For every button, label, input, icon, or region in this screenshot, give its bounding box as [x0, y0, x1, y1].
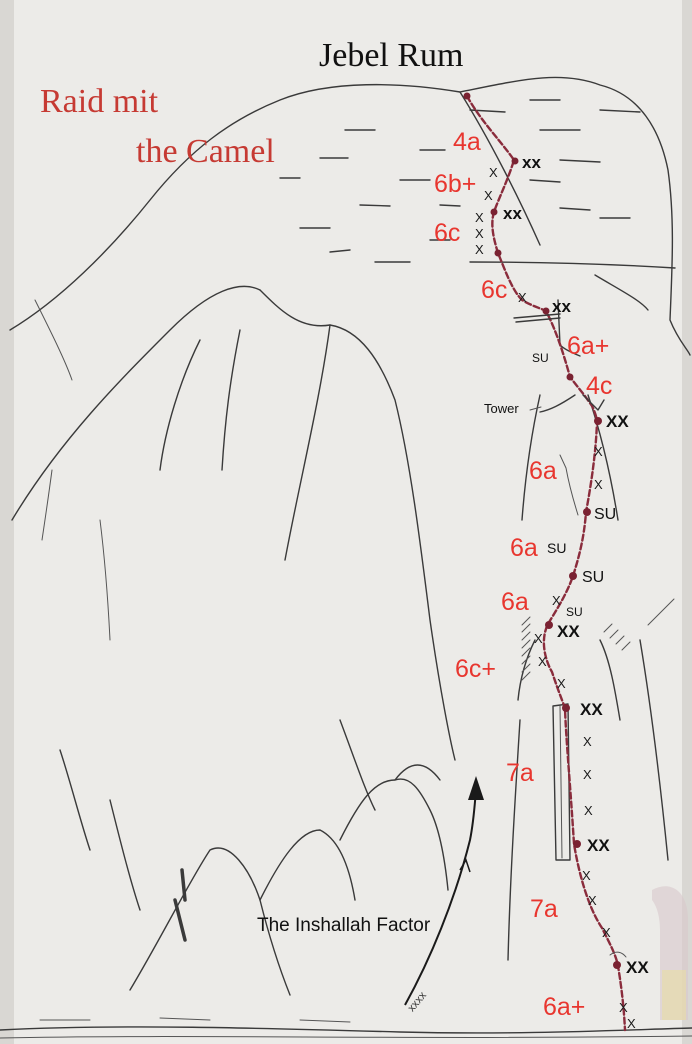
belay-dot — [573, 840, 581, 848]
route-name-line2: the Camel — [136, 133, 275, 170]
grade-label: 6c — [434, 219, 460, 247]
su-label: SU — [547, 540, 566, 556]
belay-dot — [463, 92, 471, 100]
bolt-label: X — [619, 1000, 628, 1015]
grade-label: 6a+ — [543, 993, 585, 1021]
belay-dot — [566, 373, 574, 381]
bolt-label: X — [588, 893, 597, 908]
grade-label: 6a — [501, 588, 529, 616]
bolt-label: X — [584, 803, 593, 818]
su-label: SU — [566, 605, 583, 619]
bolt-label: X — [484, 188, 493, 203]
bolt-label: X — [582, 868, 591, 883]
bolt-label: X — [552, 593, 561, 608]
bolt-label: X — [602, 925, 611, 940]
grade-label: 6c — [481, 276, 507, 304]
bolt-markers: X X X X X X X X X X X X X X X X X X X X — [475, 165, 636, 1031]
anchor-label: XX — [587, 836, 610, 855]
anchor-label: xx — [552, 297, 571, 316]
grade-label: 6b+ — [434, 170, 476, 198]
belay-dot — [594, 417, 602, 425]
grade-label: 4a — [453, 128, 481, 156]
anchor-label: xx — [522, 153, 541, 172]
standup-labels: SU SU SU SU SU — [532, 351, 616, 619]
bolt-label: X — [594, 477, 603, 492]
su-label: SU — [532, 351, 549, 365]
bolt-label: X — [594, 444, 603, 459]
grade-label: 7a — [530, 895, 558, 923]
bolt-label: X — [475, 210, 484, 225]
bolt-label: X — [534, 631, 543, 646]
inshallah-factor-label: The Inshallah Factor — [257, 915, 431, 936]
grade-label: 7a — [506, 759, 534, 787]
grade-label: 6a+ — [567, 332, 609, 360]
belay-dot — [545, 621, 553, 629]
bolt-label: X — [627, 1016, 636, 1031]
belay-dot — [613, 961, 621, 969]
bolt-label: X — [489, 165, 498, 180]
anchor-label: XX — [606, 412, 629, 431]
belay-dot — [511, 157, 519, 165]
pitch-grades: 4a 6b+ 6c 6c 6a+ 4c 6a 6a 6a 6c+ 7a 7a 6… — [434, 128, 612, 1021]
belay-dot — [562, 704, 570, 712]
belay-dot — [494, 249, 502, 257]
arrow-up-icon — [468, 776, 484, 800]
bolt-label: X — [583, 734, 592, 749]
page-title: Jebel Rum — [319, 37, 463, 74]
grade-label: 6c+ — [455, 655, 496, 683]
grade-label: 6a — [529, 457, 557, 485]
belay-dot — [542, 307, 550, 315]
bolt-label: X — [518, 290, 527, 305]
bolt-label: X — [475, 226, 484, 241]
su-label: SU — [594, 506, 616, 523]
belay-dot — [583, 508, 591, 516]
grade-label: 4c — [586, 372, 612, 400]
bolt-label: X — [538, 654, 547, 669]
route-name-line1: Raid mit — [40, 83, 159, 120]
bolt-label: X — [475, 242, 484, 257]
bolt-label: X — [583, 767, 592, 782]
su-label: SU — [582, 569, 604, 586]
belay-dot — [569, 572, 577, 580]
anchor-label: XX — [580, 700, 603, 719]
anchor-label: XX — [557, 622, 580, 641]
anchor-labels: xx xx xx XX XX XX XX XX — [503, 153, 649, 977]
anchor-label: xx — [503, 204, 522, 223]
tower-label: Tower — [484, 401, 519, 416]
anchor-label: XX — [626, 958, 649, 977]
belay-stations — [463, 92, 621, 969]
grade-label: 6a — [510, 534, 538, 562]
bolt-label: X — [557, 676, 566, 691]
belay-dot — [490, 208, 498, 216]
